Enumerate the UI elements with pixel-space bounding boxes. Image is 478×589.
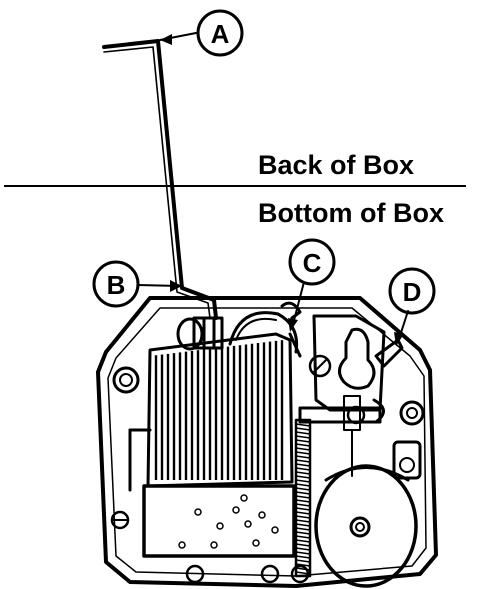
stop-arm: [374, 338, 404, 368]
pinned-cylinder: [142, 484, 296, 558]
key-collar: [176, 301, 302, 358]
bottom-of-box-label: Bottom of Box: [258, 198, 444, 228]
callout-d-letter: D: [403, 277, 422, 307]
governor-arm: [298, 395, 385, 477]
callout-b: B: [92, 260, 182, 308]
spring-coil: [294, 418, 312, 578]
callout-a-letter: A: [211, 19, 230, 49]
back-of-box-label: Back of Box: [258, 150, 414, 180]
callout-c: C: [288, 238, 336, 332]
callout-a: A: [159, 9, 244, 57]
comb-teeth: [128, 332, 294, 492]
stop-lever: [308, 314, 386, 425]
winding-key-rod: [102, 39, 218, 320]
governor-drum: [314, 464, 418, 588]
callout-b-letter: B: [107, 270, 126, 300]
callout-c-letter: C: [303, 248, 322, 278]
callout-d: D: [388, 267, 436, 346]
